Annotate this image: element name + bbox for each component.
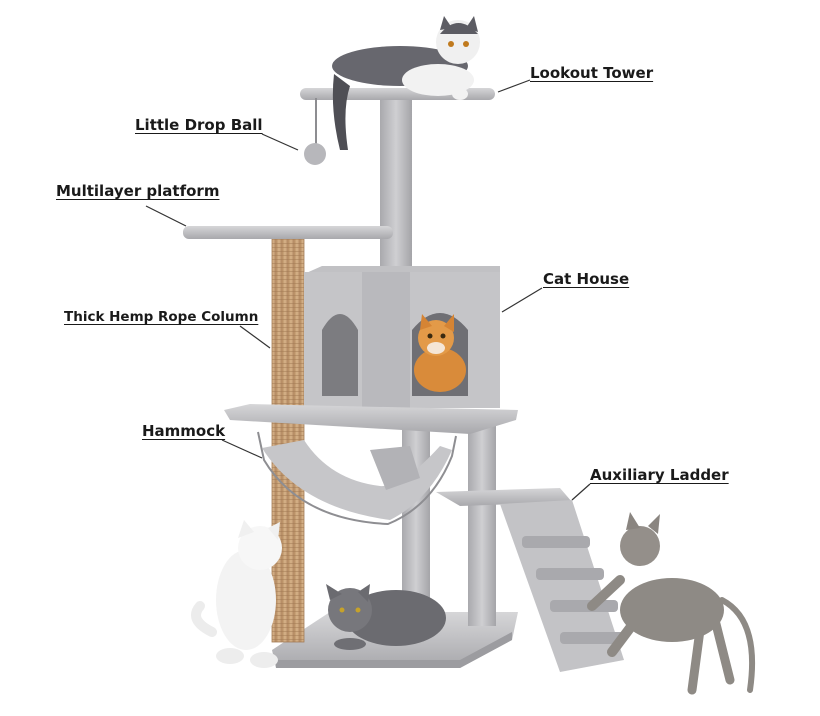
label-hammock: Hammock <box>142 422 226 440</box>
gray-cat-lying <box>326 584 446 650</box>
line-hemp-rope <box>239 325 271 349</box>
drop-ball <box>304 98 326 165</box>
line-hammock <box>221 439 263 459</box>
line-multilayer-platform <box>145 205 187 227</box>
multilayer-platform-shape <box>183 226 393 239</box>
white-cat <box>191 520 282 668</box>
cat-on-top <box>332 16 480 150</box>
label-lookout-tower: Lookout Tower <box>530 64 654 82</box>
label-auxiliary-ladder: Auxiliary Ladder <box>590 466 729 484</box>
hemp-rope-column <box>271 237 305 643</box>
line-cat-house <box>501 287 543 313</box>
label-cat-house: Cat House <box>543 270 630 288</box>
line-little-drop-ball <box>261 133 299 151</box>
cat-house-shape <box>304 266 500 408</box>
label-little-drop-ball: Little Drop Ball <box>135 116 263 134</box>
cat-on-ladder <box>587 512 756 695</box>
hammock-shape <box>257 431 457 526</box>
label-hemp-rope-column: Thick Hemp Rope Column <box>64 309 259 325</box>
line-auxiliary-ladder <box>571 483 591 501</box>
middle-platform <box>224 404 518 434</box>
cat-in-house <box>414 314 466 392</box>
callout-lines <box>145 79 591 501</box>
line-lookout-tower <box>497 79 531 93</box>
label-multilayer-platform: Multilayer platform <box>56 182 220 200</box>
